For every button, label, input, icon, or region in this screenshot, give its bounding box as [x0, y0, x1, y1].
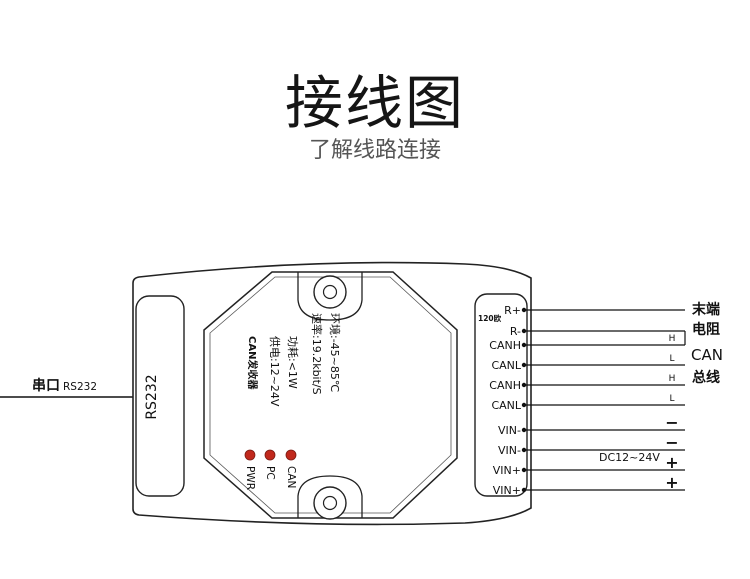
device-consumption-spec: 功耗:<1W: [286, 336, 299, 389]
rs232-port: [135, 295, 185, 497]
terminal-screw: [521, 328, 527, 334]
mount-hole-top-inner: [322, 284, 338, 300]
wire-mark: −: [665, 413, 678, 432]
wire-mark: +: [665, 473, 678, 492]
terminal-pin-rminus: R-: [510, 325, 521, 338]
terminal-block: [474, 293, 528, 497]
terminal-screw: [521, 427, 527, 433]
device-power-spec: 供电:12~24V: [268, 336, 282, 407]
serial-label-cn: 串口: [32, 377, 60, 394]
wire-mark: L: [669, 394, 674, 404]
terminal-screw: [521, 342, 527, 348]
terminal-pin-canl: CANL: [491, 399, 521, 412]
terminal-pin-canl: CANL: [491, 359, 521, 372]
mount-tab-bottom: [297, 475, 363, 518]
device-env-spec: 环境:-45~85℃: [328, 313, 342, 392]
mount-tab-top: [297, 272, 363, 321]
terminal-pin-vinminus: VIN-: [498, 444, 521, 457]
dc-label: DC12~24V: [599, 451, 660, 464]
device-name: CAN发收器: [246, 336, 259, 390]
resistor-note: 120欧: [478, 313, 502, 323]
can-label-1: CAN: [691, 346, 723, 364]
terminal-screw: [521, 467, 527, 473]
module-inner-edge: [209, 276, 452, 514]
led-pwr: [244, 449, 256, 461]
terminal-pin-vinminus: VIN-: [498, 424, 521, 437]
page-subtitle: 了解线路连接: [308, 138, 441, 163]
wire-mark: −: [665, 433, 678, 452]
led-group: PWR PC CAN: [244, 449, 297, 490]
led-label-can: CAN: [285, 466, 297, 488]
page-title: 接线图: [284, 69, 465, 137]
led-label-pwr: PWR: [244, 466, 256, 490]
rs232-port-label: RS232: [144, 374, 160, 419]
wire-mark: +: [665, 453, 678, 472]
led-pc: [264, 449, 276, 461]
terminal-pin-rplus: R+: [504, 304, 521, 317]
termination-label-2: 电阻: [692, 321, 720, 338]
terminal-pin-vinplus: VIN+: [493, 464, 521, 477]
wire-mark: H: [669, 334, 676, 344]
wire-mark: L: [669, 354, 674, 364]
module-body: [203, 271, 458, 519]
wire-mark: H: [669, 374, 676, 384]
terminal-screw: [521, 487, 527, 493]
terminal-screw: [521, 362, 527, 368]
serial-label-en: RS232: [63, 381, 97, 393]
wire-group: [526, 309, 686, 491]
terminal-pin-canh: CANH: [489, 339, 521, 352]
terminal-pin-canh: CANH: [489, 379, 521, 392]
terminal-screw: [521, 447, 527, 453]
can-label-2: 总线: [692, 369, 720, 386]
mount-hole-bottom-inner: [322, 495, 338, 511]
termination-label-1: 末端: [692, 301, 720, 318]
device-rate-spec: 速率:19.2kbit/S: [310, 313, 324, 395]
led-can: [285, 449, 297, 461]
terminal-screw: [521, 382, 527, 388]
led-label-pc: PC: [264, 466, 276, 480]
terminal-pin-vinplus: VIN+: [493, 484, 521, 497]
terminal-screw: [521, 402, 527, 408]
terminal-screw: [521, 307, 527, 313]
